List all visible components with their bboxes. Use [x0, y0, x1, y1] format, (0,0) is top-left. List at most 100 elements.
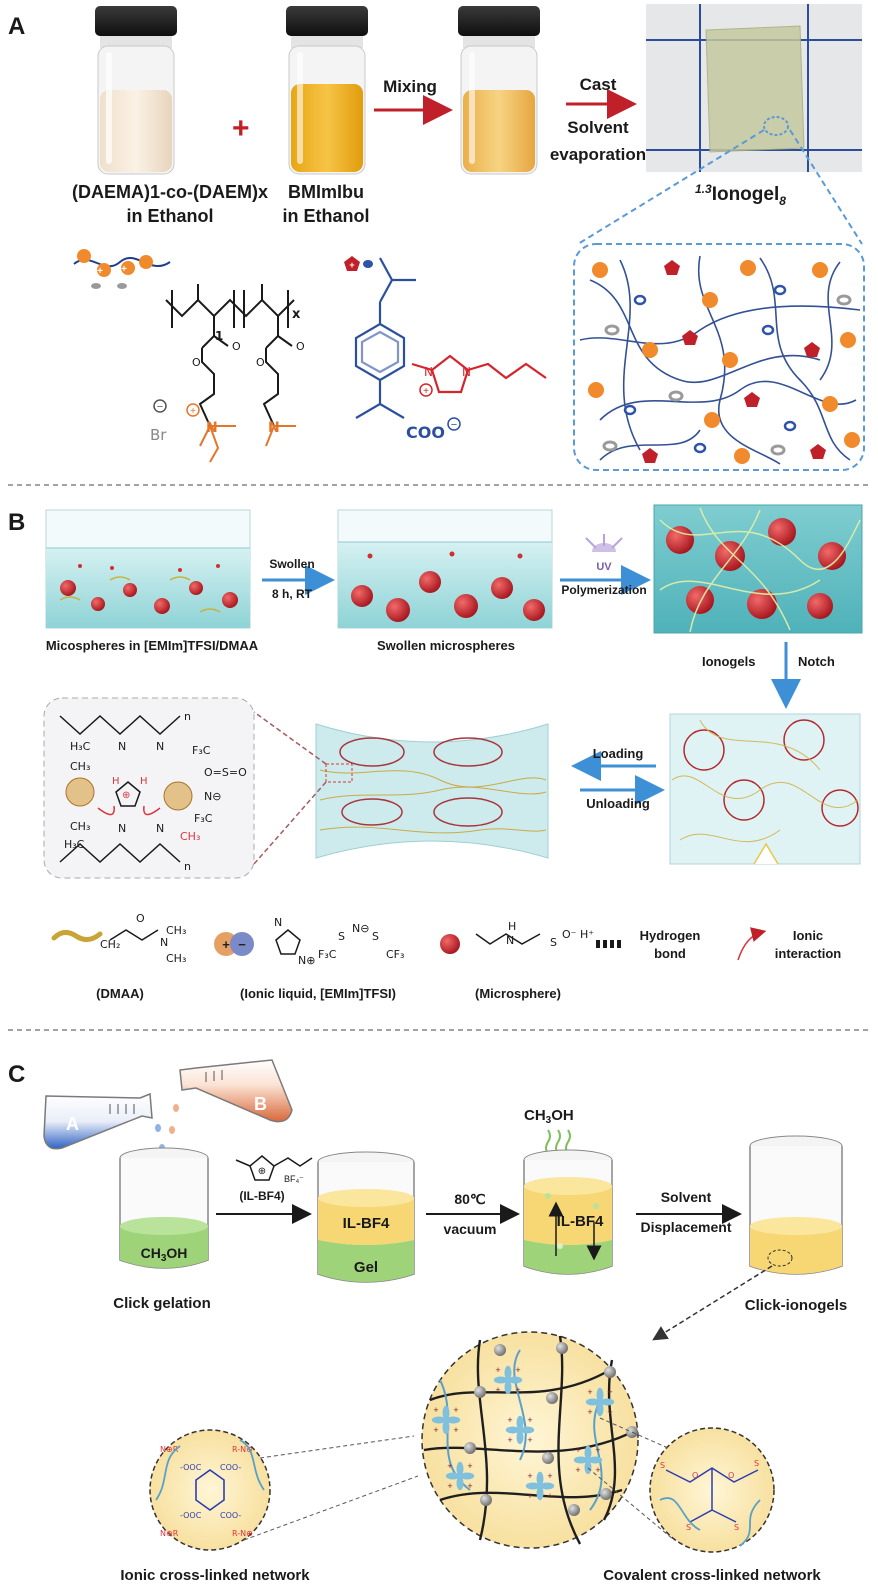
mixing-label: Mixing: [383, 77, 437, 96]
vial-mixture: [458, 6, 540, 175]
network-ion-14: [840, 332, 856, 348]
solvent-label: Solvent: [567, 118, 629, 137]
junction-ball-8: [600, 1488, 612, 1500]
polymer-structure: [165, 284, 295, 427]
network-ion-9: [642, 342, 658, 358]
legend-hbond-line1: Hydrogen: [640, 928, 701, 943]
ionogel-sub: 8: [779, 194, 786, 208]
svg-text:CH₃: CH₃: [180, 830, 200, 843]
svg-text:O: O: [136, 912, 145, 925]
svg-text:CF₃: CF₃: [386, 948, 404, 961]
svg-text:+: +: [575, 1465, 580, 1475]
il-bf4-name: (IL-BF4): [239, 1189, 284, 1203]
legend-dmaa: (DMAA): [96, 986, 144, 1001]
svg-text:O: O: [728, 1471, 734, 1480]
network-ion-7: [836, 294, 852, 306]
svg-text:+: +: [507, 1435, 512, 1445]
svg-text:-OOC: -OOC: [180, 1511, 202, 1520]
svg-text:N: N: [118, 822, 126, 835]
svg-text:-OOC: -OOC: [180, 1463, 202, 1472]
carboxylate-label: COO: [406, 423, 445, 442]
svg-text:CH₃: CH₃: [70, 760, 90, 773]
polymer-subscript-1: 1: [215, 329, 223, 343]
svg-text:+: +: [467, 1481, 472, 1491]
vial-ionic-liquid: [286, 6, 368, 175]
network-ion-11: [722, 352, 738, 368]
ionic-liquid-icon: +: [344, 256, 373, 271]
junction-ball-0: [474, 1386, 486, 1398]
tank-swollen: [337, 509, 553, 629]
polymer-icon: + +: [73, 249, 171, 289]
junction-ball-7: [568, 1504, 580, 1516]
svg-text:CH₂: CH₂: [100, 938, 120, 951]
network-ion-5: [773, 284, 787, 296]
network-ion-1: [633, 294, 647, 306]
svg-text:S: S: [338, 930, 345, 943]
imidazolium-n1: N: [424, 365, 433, 379]
ionogel-sup: 1.3: [695, 182, 712, 196]
click-ionogels-caption: Click-ionogels: [745, 1297, 848, 1314]
svg-text:COO-: COO-: [220, 1511, 241, 1520]
polymer-subscript-x: x: [292, 307, 301, 322]
svg-text:+: +: [515, 1385, 520, 1395]
network-ion-2: [664, 260, 680, 275]
negative-charge-icon: [153, 399, 167, 413]
il-bf4-structure: ⊕ BF₄⁻: [235, 1155, 313, 1184]
legend-microsphere: (Microsphere): [475, 986, 561, 1001]
temperature-label: 80℃: [454, 1191, 486, 1207]
zoom-arrow: [652, 1265, 773, 1341]
legend-hydrogen-bond-icon: [596, 940, 621, 948]
svg-text:+: +: [495, 1385, 500, 1395]
ionic-crosslink-5: ++++: [585, 1387, 615, 1417]
imidazolium-charge-glyph: +: [423, 386, 429, 397]
network-ion-23: [642, 448, 658, 463]
swollen-label: Swollen: [269, 557, 314, 571]
ionogel-network-zoom: [573, 243, 865, 471]
n-plus-1: N: [206, 420, 218, 436]
network-ion-13: [804, 342, 820, 357]
step2-label: Swollen microspheres: [377, 638, 515, 653]
network-ion-6: [812, 262, 828, 278]
step1-label: Micospheres in [EMIm]TFSI/DMAA: [46, 638, 259, 653]
svg-text:+: +: [547, 1491, 552, 1501]
legend-microsphere-icon: HN SO⁻ H⁺: [440, 920, 594, 954]
svg-text:CH₃: CH₃: [166, 924, 186, 937]
positive-charge-icon: [186, 403, 200, 417]
beaker2-top-label: IL-BF4: [343, 1215, 390, 1232]
zoom-line-top: [253, 711, 327, 765]
unloading-label: Unloading: [586, 796, 650, 811]
svg-text:−: −: [238, 937, 246, 952]
ionic-crosslink-0: ++++: [431, 1405, 461, 1435]
network-ion-20: [783, 420, 797, 432]
notched-ionogel: [669, 713, 861, 865]
network-ion-21: [822, 396, 838, 412]
click-gelation-caption: Click gelation: [113, 1295, 211, 1312]
imidazolium-n3: N: [462, 365, 471, 379]
beaker1-label: CH3OH: [141, 1245, 188, 1264]
loading-label: Loading: [593, 746, 644, 761]
svg-text:+: +: [607, 1407, 612, 1417]
svg-text:+: +: [453, 1425, 458, 1435]
svg-text:N⊖: N⊖: [352, 922, 369, 935]
svg-text:S: S: [550, 936, 557, 949]
svg-text:N: N: [118, 740, 126, 753]
svg-text:+: +: [507, 1415, 512, 1425]
svg-text:N: N: [156, 740, 164, 753]
ionic-crosslink-3: ++++: [445, 1461, 475, 1491]
vapor-label: CH3OH: [524, 1107, 574, 1126]
svg-text:+: +: [515, 1365, 520, 1375]
vial2-label-line2: in Ethanol: [283, 206, 370, 226]
ester-o-2: O: [256, 356, 265, 369]
svg-text:S: S: [734, 1523, 739, 1532]
svg-text:N⊕R: N⊕R: [160, 1445, 179, 1454]
svg-text:⊕: ⊕: [258, 1166, 266, 1177]
network-ion-3: [702, 292, 718, 308]
ionogel-main: Ionogel: [712, 184, 780, 205]
svg-text:N: N: [274, 916, 282, 929]
legend-ionic-line1: Ionic: [793, 928, 823, 943]
zoom-line-bottom: [253, 781, 327, 865]
negative-charge-glyph: −: [157, 401, 163, 413]
